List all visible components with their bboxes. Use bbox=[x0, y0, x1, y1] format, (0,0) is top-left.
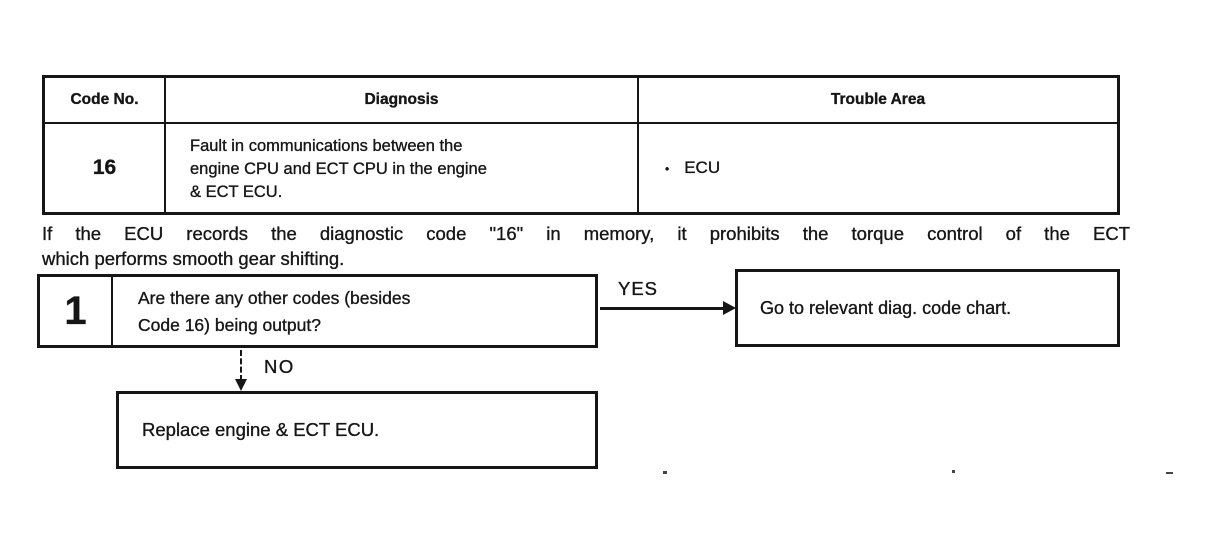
scan-speck bbox=[663, 471, 667, 474]
table-cell-code-number: 16 bbox=[45, 124, 166, 212]
note-line-1: If the ECU records the diagnostic code "… bbox=[42, 223, 1130, 244]
table-header-code-no: Code No. bbox=[45, 78, 166, 124]
diagnosis-line: engine CPU and ECT CPU in the engine bbox=[190, 160, 487, 178]
yes-arrow-head-icon bbox=[723, 301, 736, 315]
scan-speck bbox=[952, 470, 955, 473]
yes-arrow-line bbox=[600, 307, 726, 310]
no-action-box: Replace engine & ECT ECU. bbox=[116, 391, 598, 469]
no-action-text: Replace engine & ECT ECU. bbox=[142, 419, 380, 440]
trouble-area-label: ECU bbox=[684, 158, 721, 177]
table-cell-trouble-area: • ECU bbox=[639, 124, 1117, 212]
diagnosis-line: Fault in communications between the bbox=[190, 137, 463, 155]
no-arrow-line bbox=[240, 350, 242, 381]
yes-action-text: Go to relevant diag. code chart. bbox=[760, 297, 1012, 318]
question-line: Code 16) being output? bbox=[138, 315, 321, 335]
question-line: Are there any other codes (besides bbox=[138, 288, 411, 308]
note-line-2: which performs smooth gear shifting. bbox=[42, 248, 345, 269]
note-paragraph: If the ECU records the diagnostic code "… bbox=[42, 222, 1130, 270]
diagnostic-code-table: Code No. Diagnosis Trouble Area 16 Fault… bbox=[42, 75, 1120, 215]
diagnosis-line: & ECT ECU. bbox=[190, 183, 283, 201]
table-header-diagnosis: Diagnosis bbox=[166, 78, 639, 124]
table-cell-diagnosis: Fault in communications between the engi… bbox=[166, 124, 639, 212]
step-question: Are there any other codes (besides Code … bbox=[113, 277, 595, 345]
scan-speck bbox=[1166, 472, 1173, 474]
bullet-icon: • bbox=[665, 162, 670, 176]
table-header-trouble-area: Trouble Area bbox=[639, 78, 1117, 124]
no-arrow-head-icon bbox=[235, 379, 247, 391]
flowchart-step-1-box: 1 Are there any other codes (besides Cod… bbox=[37, 274, 598, 348]
no-branch-label: NO bbox=[264, 356, 295, 377]
yes-branch-label: YES bbox=[618, 278, 659, 299]
step-number: 1 bbox=[40, 277, 113, 345]
yes-action-box: Go to relevant diag. code chart. bbox=[735, 269, 1120, 347]
